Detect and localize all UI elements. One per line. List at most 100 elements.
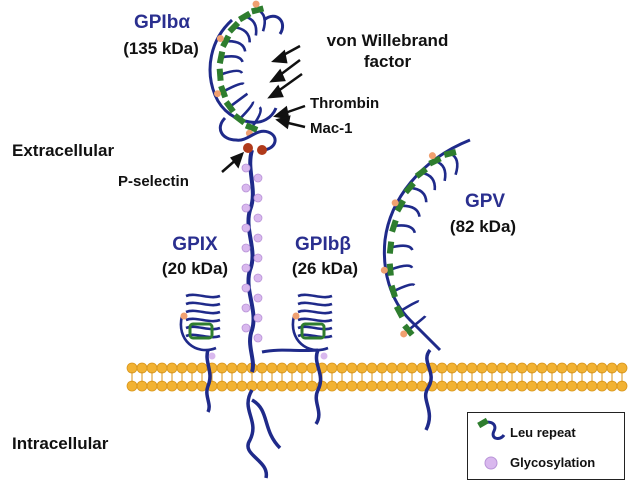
lipid-head xyxy=(607,381,617,391)
lipid-head xyxy=(197,363,207,373)
lipid-head xyxy=(557,381,567,391)
lipid-head xyxy=(287,381,297,391)
lipid-head xyxy=(607,363,617,373)
site-dot xyxy=(429,152,436,159)
lipid-head xyxy=(167,381,177,391)
coil-segment xyxy=(221,56,243,62)
lipid-head xyxy=(487,381,497,391)
gpv-leu-repeats xyxy=(381,149,457,337)
lipid-head xyxy=(587,363,597,373)
lipid-head xyxy=(517,381,527,391)
lipid-head xyxy=(597,363,607,373)
lipid-head xyxy=(437,363,447,373)
lipid-head xyxy=(257,381,267,391)
glycosylation-site xyxy=(209,353,216,360)
lipid-head xyxy=(387,381,397,391)
extracellular-label: Extracellular xyxy=(12,142,114,161)
coil-segment xyxy=(239,102,253,119)
leu-repeat xyxy=(217,51,225,64)
lipid-head xyxy=(257,363,267,373)
glycosylation-site xyxy=(254,334,262,342)
gpib-alpha-mass: (135 kDa) xyxy=(106,40,216,59)
gpib-beta-mass: (26 kDa) xyxy=(270,260,380,279)
lipid-head xyxy=(407,381,417,391)
lipid-head xyxy=(127,381,137,391)
leu-repeat xyxy=(387,263,394,275)
lipid-head xyxy=(457,363,467,373)
glycosylation-icon xyxy=(474,451,508,475)
lipid-head xyxy=(167,363,177,373)
coil-segment xyxy=(410,188,427,202)
lipid-head xyxy=(247,381,257,391)
lipid-head xyxy=(287,363,297,373)
lipid-head xyxy=(137,363,147,373)
glycosylation-site xyxy=(254,234,262,242)
coil-segment xyxy=(421,173,434,190)
lipid-head xyxy=(337,363,347,373)
lipid-head xyxy=(397,381,407,391)
site-dot xyxy=(381,267,388,274)
lipid-head xyxy=(497,381,507,391)
lipid-head xyxy=(557,363,567,373)
coil-segment xyxy=(435,161,445,181)
coil-segment xyxy=(220,71,242,75)
lipid-head xyxy=(367,363,377,373)
gpib-alpha-leu-repeats xyxy=(214,1,265,137)
lipid-head xyxy=(367,381,377,391)
lipid-head xyxy=(597,381,607,391)
lipid-head xyxy=(547,363,557,373)
gpib-beta-domain xyxy=(262,295,332,424)
glycosylation-site xyxy=(254,254,262,262)
lipid-head xyxy=(237,381,247,391)
mac1-label: Mac-1 xyxy=(310,121,353,138)
lipid-head xyxy=(527,363,537,373)
coil-segment xyxy=(234,27,250,42)
lipid-bilayer xyxy=(127,363,627,391)
lipid-head xyxy=(457,381,467,391)
legend-glycosylation: Glycosylation xyxy=(510,455,595,470)
lipid-head xyxy=(187,363,197,373)
lipid-head xyxy=(237,363,247,373)
lipid-head xyxy=(567,363,577,373)
vwf-line2: factor xyxy=(305,53,470,72)
lipid-head xyxy=(217,363,227,373)
site-dot xyxy=(253,1,260,8)
glycosylation-site xyxy=(254,294,262,302)
lipid-head xyxy=(267,363,277,373)
lipid-head xyxy=(227,363,237,373)
lipid-head xyxy=(357,363,367,373)
lipid-head xyxy=(467,381,477,391)
lipid-head xyxy=(617,381,627,391)
gpib-alpha-domain xyxy=(210,1,283,150)
vwf-label: von Willebrand factor xyxy=(305,32,470,71)
coil-segment xyxy=(393,284,414,291)
coil-segment xyxy=(298,311,332,313)
pselectin-label: P-selectin xyxy=(118,174,189,191)
lipid-head xyxy=(327,381,337,391)
lipid-head xyxy=(467,363,477,373)
gpib-alpha-intracellular-tail xyxy=(248,390,280,478)
site-dot xyxy=(217,35,224,42)
site-dot xyxy=(400,330,407,337)
lipid-head xyxy=(297,363,307,373)
coil-segment xyxy=(186,295,220,297)
leu-repeat xyxy=(217,69,224,81)
gpix-name: GPIX xyxy=(150,235,240,256)
legend-box: Leu repeat Glycosylation xyxy=(467,412,625,480)
coil-segment xyxy=(298,295,332,297)
lipid-head xyxy=(337,381,347,391)
glycosylation-site xyxy=(254,174,262,182)
coil-segment xyxy=(450,153,457,174)
glycosylation-site xyxy=(242,224,250,232)
lipid-head xyxy=(517,363,527,373)
lipid-head xyxy=(227,381,237,391)
pselectin-site-1 xyxy=(243,143,253,153)
lipid-head xyxy=(147,363,157,373)
lipid-head xyxy=(447,381,457,391)
lipid-head xyxy=(267,381,277,391)
coil-segment xyxy=(399,301,418,311)
coil-segment xyxy=(186,303,220,305)
lipid-head xyxy=(477,381,487,391)
coil-segment xyxy=(223,84,244,92)
lipid-head xyxy=(407,363,417,373)
